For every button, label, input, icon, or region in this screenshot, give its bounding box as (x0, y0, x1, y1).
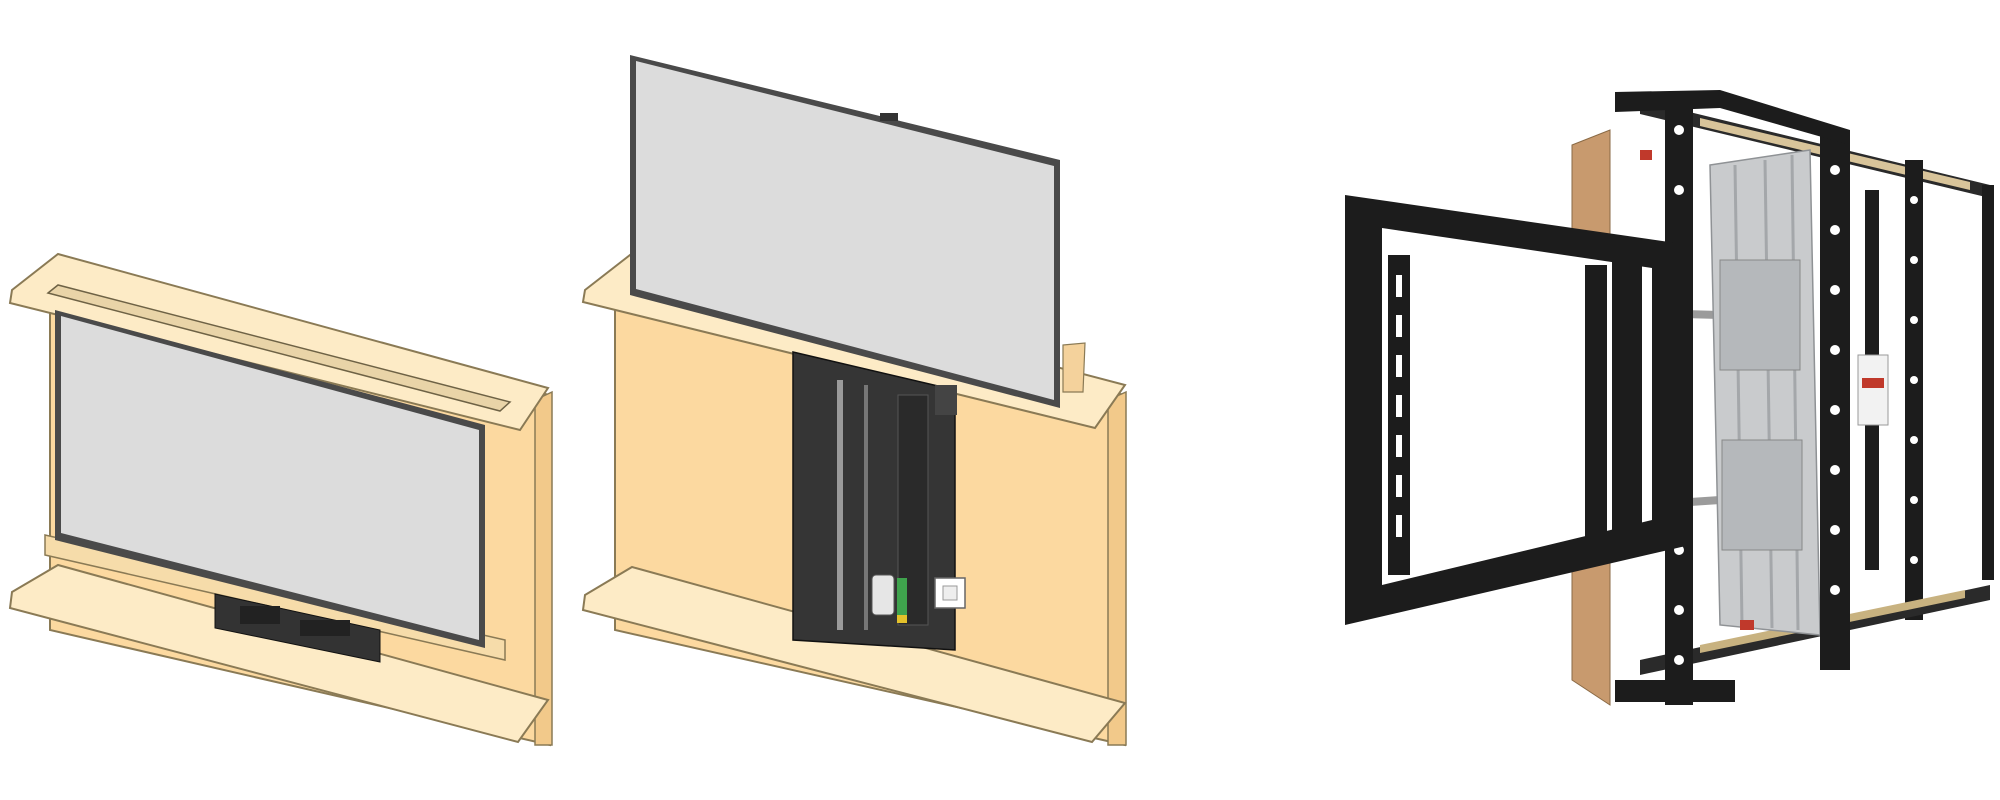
red-stop-block (1740, 620, 1754, 630)
column-plate (1719, 259, 1801, 371)
wall-switch (942, 585, 958, 601)
main-top-crossbar (1615, 90, 1850, 145)
warning-label (1857, 354, 1889, 426)
lift-rail-2 (864, 385, 868, 630)
figure-tv-retracted (8, 252, 553, 747)
main-bottom-crossbar (1615, 680, 1735, 702)
bracket-top (935, 385, 957, 415)
figure-lift-frame-photo (1345, 90, 1994, 706)
cabinet-bottom-shelf (8, 563, 550, 744)
control-board (897, 578, 907, 623)
figure-tv-raised (581, 55, 1127, 747)
vesa-bracket-right (1585, 265, 1607, 545)
column-groove-3 (1790, 154, 1800, 631)
motor-unit (871, 574, 895, 616)
cabinet-side (534, 390, 553, 746)
warning-label-stripe (1862, 378, 1884, 388)
column-plate-2 (1721, 439, 1803, 551)
rear-upright-mid (1905, 160, 1923, 620)
cabinet-bottom-shelf (581, 565, 1127, 744)
tv-screen-face (636, 61, 1054, 400)
main-upright-right (1820, 130, 1850, 670)
inner-crossbar (1612, 255, 1642, 535)
front-mount-frame-inner (1382, 228, 1652, 585)
tv-screen-face (61, 316, 479, 640)
mechanism-detail-2 (300, 620, 350, 636)
vesa-bracket-slots (1396, 275, 1402, 537)
control-board-accent (897, 615, 907, 623)
top-shelf-slot (46, 284, 512, 412)
screen-top-clip (880, 113, 898, 121)
red-stop-block-2 (1640, 150, 1652, 160)
cabinet-side (1107, 390, 1127, 746)
mechanism-detail (240, 606, 280, 624)
screen-slot-flap (1062, 342, 1086, 393)
rear-upright-right (1982, 185, 1994, 580)
lift-rail (837, 380, 843, 630)
